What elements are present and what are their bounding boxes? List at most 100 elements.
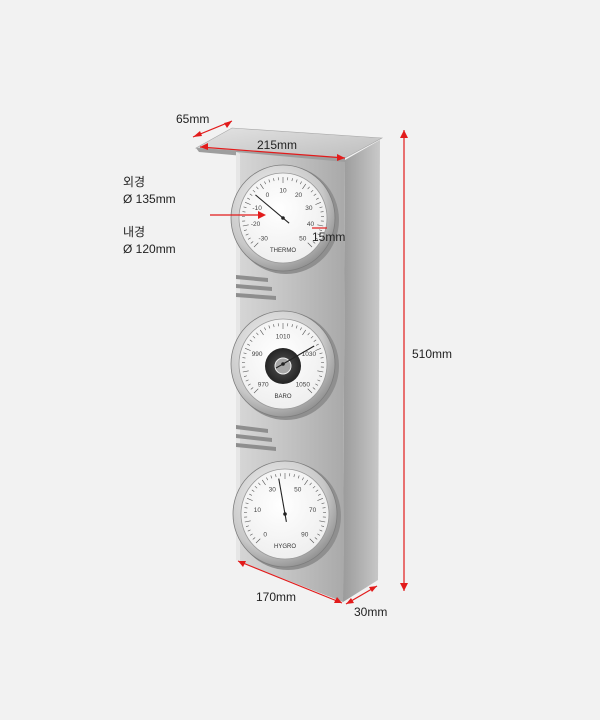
tick-mark xyxy=(245,502,249,504)
tick-mark xyxy=(312,485,316,489)
tick-mark xyxy=(307,388,313,394)
tick-mark xyxy=(261,479,266,486)
tick-mark xyxy=(245,233,249,236)
tick-mark xyxy=(247,498,253,501)
tick-mark xyxy=(252,189,256,193)
outer-diameter-value: Ø 135mm xyxy=(123,192,176,206)
tick-mark xyxy=(259,329,264,336)
height-label: 510mm xyxy=(412,347,453,361)
tick-mark xyxy=(319,529,323,532)
tick-mark xyxy=(299,327,302,331)
tick-mark xyxy=(249,193,253,196)
tick-mark xyxy=(310,189,314,193)
bottom-width-label: 170mm xyxy=(256,590,297,604)
tick-mark xyxy=(259,183,264,190)
tick-mark xyxy=(319,375,323,377)
tick-mark xyxy=(297,475,300,479)
tick-mark xyxy=(302,183,307,190)
tick-mark xyxy=(293,474,295,478)
tick-label: 10 xyxy=(279,188,287,195)
tick-label: 990 xyxy=(252,351,263,358)
tick-mark xyxy=(242,370,249,373)
tick-mark xyxy=(254,485,258,489)
top-width-label: 215mm xyxy=(257,138,298,152)
tick-mark xyxy=(316,343,319,346)
tick-mark xyxy=(307,186,310,190)
tick-label: 40 xyxy=(307,221,315,228)
tick-label: -10 xyxy=(252,205,262,212)
tick-mark xyxy=(317,233,321,236)
tick-mark xyxy=(317,533,321,536)
tick-label: 10 xyxy=(254,507,262,514)
tick-mark xyxy=(315,202,321,205)
tick-mark xyxy=(243,229,247,231)
tick-label: 30 xyxy=(305,205,313,212)
tick-mark xyxy=(309,482,312,486)
tick-label: 20 xyxy=(295,192,303,199)
tick-mark xyxy=(302,329,307,336)
inner-diameter-title: 내경 xyxy=(123,225,146,239)
tick-mark xyxy=(318,493,321,496)
tick-mark xyxy=(312,241,316,244)
tick-mark xyxy=(317,498,323,501)
tick-label: 30 xyxy=(269,487,277,494)
tick-mark xyxy=(299,181,302,185)
tick-mark xyxy=(315,383,319,386)
tick-mark xyxy=(313,339,317,342)
tick-mark xyxy=(313,193,317,196)
tick-mark xyxy=(247,197,250,200)
tick-mark xyxy=(315,237,319,240)
tick-mark xyxy=(319,520,326,523)
tick-mark xyxy=(247,237,251,240)
tick-mark xyxy=(245,202,251,205)
tick-mark xyxy=(264,181,267,185)
tick-mark xyxy=(319,352,323,354)
tick-mark xyxy=(309,538,315,544)
tick-mark xyxy=(321,525,325,527)
depth-label: 65mm xyxy=(176,112,210,126)
tick-mark xyxy=(304,479,309,486)
tick-label: 0 xyxy=(266,192,270,199)
tick-label: -30 xyxy=(258,235,268,242)
tick-label: 1050 xyxy=(296,381,311,388)
tick-mark xyxy=(252,335,256,339)
tick-label: 970 xyxy=(258,381,269,388)
baro-name-label: BARO xyxy=(274,394,291,400)
tick-mark xyxy=(268,179,271,183)
tick-mark xyxy=(256,332,259,336)
tick-mark xyxy=(319,206,323,208)
tick-mark xyxy=(291,178,293,182)
tick-mark xyxy=(268,325,271,329)
tick-mark xyxy=(317,370,324,373)
tick-mark xyxy=(247,529,251,532)
tick-mark xyxy=(264,327,267,331)
tick-mark xyxy=(243,206,247,208)
tick-mark xyxy=(245,379,249,382)
tick-mark xyxy=(315,489,319,492)
tick-label: 90 xyxy=(301,531,309,538)
tick-mark xyxy=(266,477,269,481)
tick-mark xyxy=(317,379,321,382)
tick-mark xyxy=(307,242,313,248)
tick-mark xyxy=(253,388,259,394)
hygro-name-label: HYGRO xyxy=(274,544,296,550)
tick-mark xyxy=(244,520,251,523)
outer-diameter-title: 외경 xyxy=(123,175,146,189)
tick-mark xyxy=(319,229,323,231)
tick-mark xyxy=(250,241,254,244)
tick-label: 70 xyxy=(309,507,317,514)
tick-mark xyxy=(243,375,247,377)
tick-label: 50 xyxy=(294,487,302,494)
tick-mark xyxy=(253,242,259,248)
bezel-depth-label: 15mm xyxy=(312,230,346,244)
tick-mark xyxy=(314,537,318,540)
tick-mark xyxy=(295,179,298,183)
tick-mark xyxy=(256,186,259,190)
tick-mark xyxy=(273,324,275,328)
tick-mark xyxy=(251,489,255,492)
tick-label: 50 xyxy=(299,235,307,242)
tick-label: -20 xyxy=(251,221,261,228)
tick-mark xyxy=(258,482,261,486)
